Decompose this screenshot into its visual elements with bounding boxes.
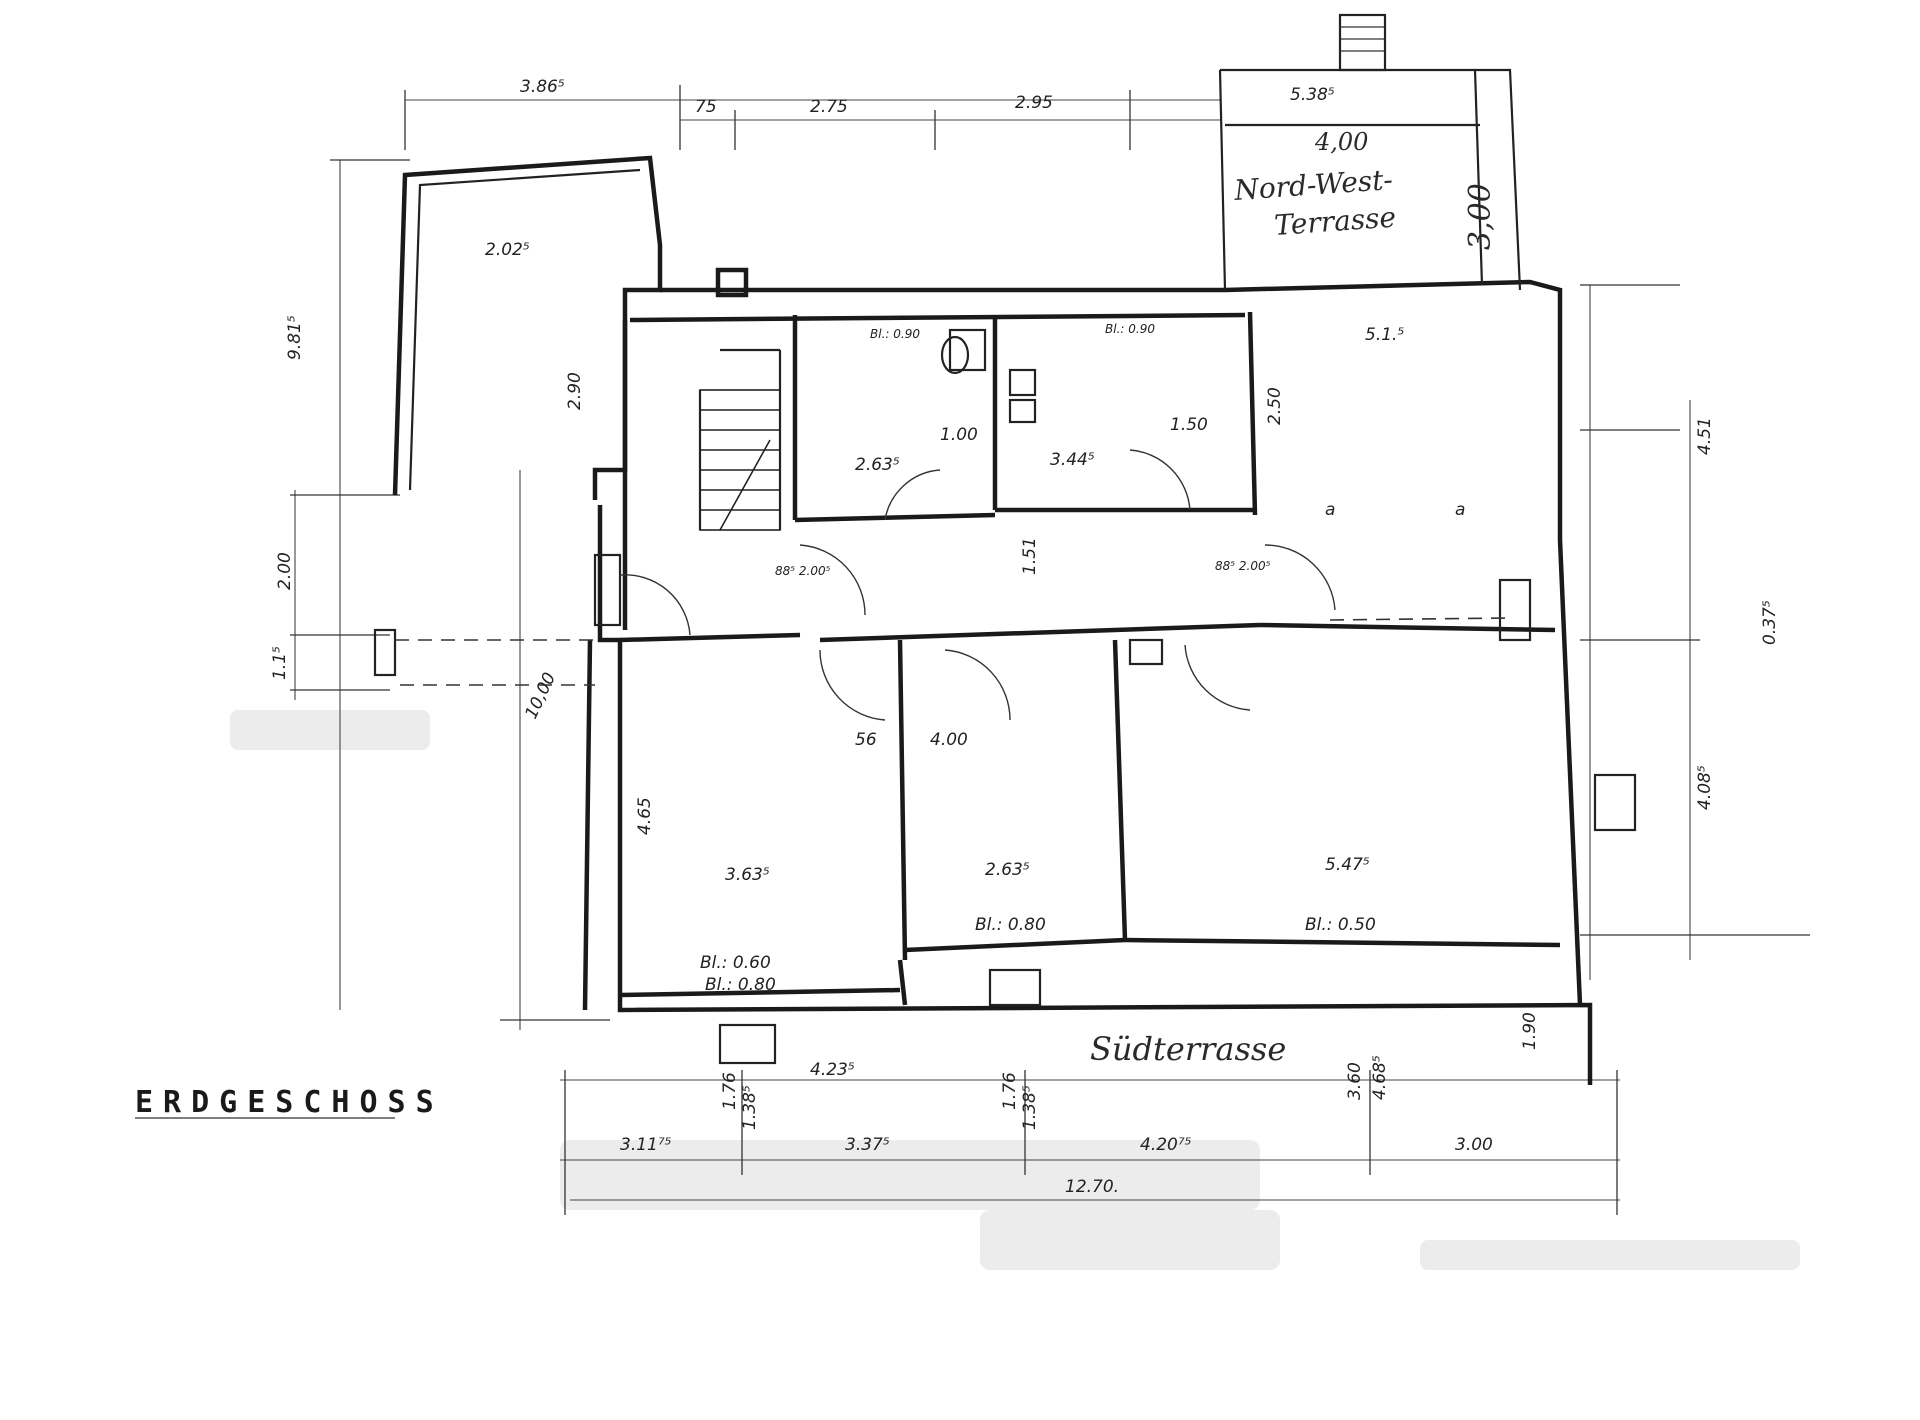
room-label-0: 3.63⁵ xyxy=(725,865,770,885)
label-lower-bl: Bl.: 0.60 xyxy=(700,953,771,973)
label-a-2: a xyxy=(1455,500,1465,520)
nw-terrace-width: 4,00 xyxy=(1314,128,1368,156)
text-labels: ERDGESCHOSS Nord-West- Terrasse 4,00 3,0… xyxy=(135,77,1780,1197)
room-window-2: Bl.: 0.50 xyxy=(1305,915,1376,935)
dim-top-0: 3.86⁵ xyxy=(520,77,565,97)
label-56: 56 xyxy=(855,730,877,750)
dim-bottom-0: 3.11⁷⁵ xyxy=(620,1135,672,1155)
south-terrace-label: Südterrasse xyxy=(1090,1030,1286,1068)
nw-terrace-depth: 3,00 xyxy=(1463,183,1498,250)
plan-title: ERDGESCHOSS xyxy=(135,1085,444,1120)
label-2-90: 2.90 xyxy=(565,372,585,410)
dim-left-0: 9.81⁵ xyxy=(285,315,305,360)
dim-bottom-2: 4.20⁷⁵ xyxy=(1140,1135,1192,1155)
room-label-2: 5.47⁵ xyxy=(1325,855,1370,875)
staircase xyxy=(699,389,781,531)
label-1-00: 1.00 xyxy=(940,425,978,445)
dim-right-1: 0.37⁵ xyxy=(1760,600,1780,645)
label-1-51: 1.51 xyxy=(1020,537,1040,575)
dim-bottom-1: 3.37⁵ xyxy=(845,1135,890,1155)
label-1-50: 1.50 xyxy=(1170,415,1208,435)
nw-terrace-label-2: Terrasse xyxy=(1273,201,1397,242)
scan-smudges xyxy=(230,710,1800,1270)
nw-terrace-label-1: Nord-West- xyxy=(1232,163,1394,207)
label-4-00: 4.00 xyxy=(930,730,968,750)
label-1-76a: 1.76 xyxy=(720,1072,740,1110)
dim-right-4: 3.60 xyxy=(1345,1062,1365,1100)
room-label-4: 2.63⁵ xyxy=(855,455,900,475)
dim-top-4: 5.38⁵ xyxy=(1290,85,1335,105)
dim-left-3: 10,00 xyxy=(521,670,560,723)
dim-left-2: 1.1⁵ xyxy=(270,646,290,680)
dimension-lines xyxy=(290,85,1810,1215)
label-1-76b: 1.76 xyxy=(1000,1072,1020,1110)
dim-top-2: 2.75 xyxy=(810,97,848,117)
label-2-50: 2.50 xyxy=(1265,387,1285,425)
dim-top-1: 75 xyxy=(695,97,717,117)
room-window-0: Bl.: 0.80 xyxy=(705,975,776,995)
label-a-1: a xyxy=(1325,500,1335,520)
door-swings xyxy=(619,449,1336,721)
dim-top-3: 2.95 xyxy=(1015,93,1053,113)
dim-right-2: 4.08⁵ xyxy=(1695,765,1715,810)
dim-left-1: 2.00 xyxy=(275,552,295,590)
dim-total-width: 12.70. xyxy=(1065,1177,1119,1197)
label-door-2: 88⁵ 2.00⁵ xyxy=(1215,559,1271,573)
label-door-1: 88⁵ 2.00⁵ xyxy=(775,564,831,578)
dim-right-5: 4.68⁵ xyxy=(1370,1055,1390,1100)
room-label-3: 3.44⁵ xyxy=(1050,450,1095,470)
label-1-38b: 1.38⁵ xyxy=(1020,1085,1040,1130)
label-4-65: 4.65 xyxy=(635,797,655,835)
room-label-5: 5.1.⁵ xyxy=(1365,325,1404,345)
walls xyxy=(373,13,1637,1085)
label-1-38a: 1.38⁵ xyxy=(740,1085,760,1130)
label-4-23: 4.23⁵ xyxy=(810,1060,855,1080)
room-label-1: 2.63⁵ xyxy=(985,860,1030,880)
dim-right-3: 1.90 xyxy=(1520,1012,1540,1050)
label-upper-bl-2: Bl.: 0.90 xyxy=(1105,322,1155,336)
dashed-axes xyxy=(395,617,1511,686)
label-2-02: 2.02⁵ xyxy=(485,240,530,260)
dim-bottom-3: 3.00 xyxy=(1455,1135,1493,1155)
room-window-1: Bl.: 0.80 xyxy=(975,915,1046,935)
dim-right-0: 4.51 xyxy=(1695,417,1715,455)
label-upper-bl-1: Bl.: 0.90 xyxy=(870,327,920,341)
